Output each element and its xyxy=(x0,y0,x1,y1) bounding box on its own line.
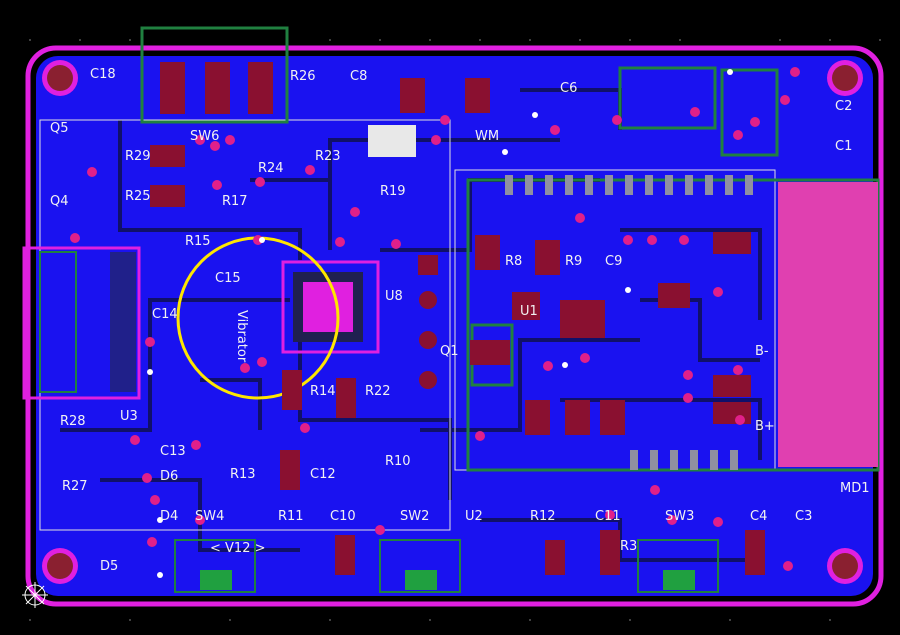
label-q4: Q4 xyxy=(50,194,69,209)
pin-header xyxy=(418,255,438,389)
label-c14: C14 xyxy=(152,307,178,322)
small-vias xyxy=(147,69,733,578)
smd-pads xyxy=(150,78,765,575)
label-d4: D4 xyxy=(160,509,178,524)
left-connector xyxy=(22,246,141,400)
label-md1: MD1 xyxy=(840,481,870,496)
label-d5: D5 xyxy=(100,559,118,574)
antenna-module xyxy=(778,182,878,467)
label-q5: Q5 xyxy=(50,121,69,136)
label-r3: R3 xyxy=(620,539,637,554)
label-sw3: SW3 xyxy=(665,509,694,524)
label-c1: C1 xyxy=(835,139,852,154)
label-r10: R10 xyxy=(385,454,411,469)
label-r19: R19 xyxy=(380,184,406,199)
label-j12: < V12 > xyxy=(210,541,266,556)
label-u3: U3 xyxy=(120,409,138,424)
label-u1: U1 xyxy=(520,304,538,319)
label-b-minus: B- xyxy=(755,344,769,359)
crystal xyxy=(368,125,416,157)
label-vibrator: Vibrator xyxy=(234,310,249,363)
label-q1: Q1 xyxy=(440,344,459,359)
label-r13: R13 xyxy=(230,467,256,482)
label-c15: C15 xyxy=(215,271,241,286)
bottom-buttons xyxy=(174,539,719,593)
label-r26: R26 xyxy=(290,69,316,84)
switch-sw1 xyxy=(160,62,273,114)
label-r22: R22 xyxy=(365,384,391,399)
origin-marker-icon xyxy=(22,582,48,608)
label-r17: R17 xyxy=(222,194,248,209)
label-r27: R27 xyxy=(62,479,88,494)
ic-pin-row xyxy=(505,175,753,470)
label-c18: C18 xyxy=(90,67,116,82)
label-c4: C4 xyxy=(750,509,767,524)
mcu-chip xyxy=(281,260,380,354)
label-c8: C8 xyxy=(350,69,367,84)
label-r12: R12 xyxy=(530,509,556,524)
label-u8: U8 xyxy=(385,289,403,304)
label-c3: C3 xyxy=(795,509,812,524)
label-r15: R15 xyxy=(185,234,211,249)
label-b-plus: B+ xyxy=(755,419,775,434)
label-c2: C2 xyxy=(835,99,852,114)
label-sw2: SW2 xyxy=(400,509,429,524)
silkscreen-labels: C18 R26 C8 C6 C2 C1 Q5 R29 R25 SW6 R24 R… xyxy=(50,67,870,574)
label-r29: R29 xyxy=(125,149,151,164)
label-r11: R11 xyxy=(278,509,304,524)
label-sw4: SW4 xyxy=(195,509,224,524)
label-u2: U2 xyxy=(465,509,483,524)
label-c6: C6 xyxy=(560,81,577,96)
label-c13: C13 xyxy=(160,444,186,459)
label-r9: R9 xyxy=(565,254,582,269)
vias xyxy=(70,67,800,571)
label-r23: R23 xyxy=(315,149,341,164)
label-r28: R28 xyxy=(60,414,86,429)
grid-dots xyxy=(29,39,881,621)
label-r25: R25 xyxy=(125,189,151,204)
label-r14: R14 xyxy=(310,384,336,399)
label-c12: C12 xyxy=(310,467,336,482)
mounting-holes xyxy=(42,60,863,584)
label-c10: C10 xyxy=(330,509,356,524)
label-r8: R8 xyxy=(505,254,522,269)
label-c9: C9 xyxy=(605,254,622,269)
board-outline xyxy=(25,45,884,607)
label-sw6: SW6 xyxy=(190,129,219,144)
label-r24: R24 xyxy=(258,161,284,176)
label-d6: D6 xyxy=(160,469,178,484)
label-c11: C11 xyxy=(595,509,621,524)
label-wm: WM xyxy=(475,129,499,144)
